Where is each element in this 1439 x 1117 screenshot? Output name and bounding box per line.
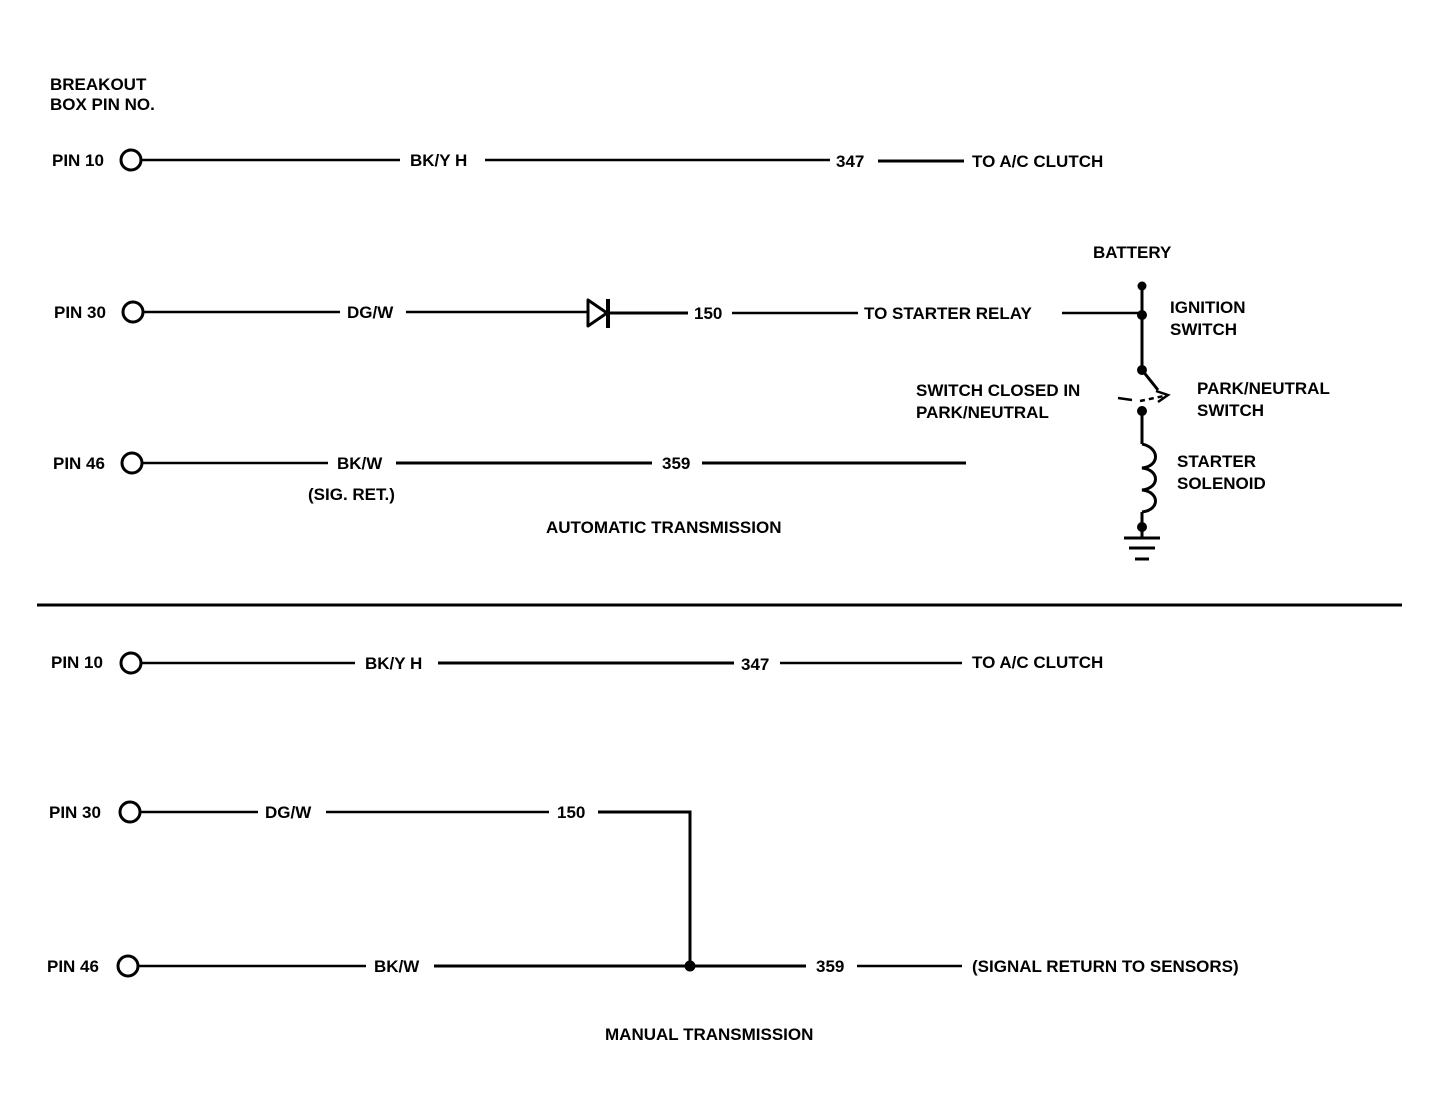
manual-pin30-circuit-number: 150 [557,803,585,822]
park-neutral-switch-icon [1117,365,1171,416]
manual-pin46-label: PIN 46 [47,957,99,976]
manual-pin10-circuit-number: 347 [741,655,769,674]
manual-pin10-destination: TO A/C CLUTCH [972,653,1103,672]
park-neutral-switch-label-2: SWITCH [1197,401,1264,420]
manual-splice-dot [684,960,696,972]
manual-pin10-wire-color: BK/Y H [365,654,422,673]
manual-pin30-terminal [118,800,142,824]
header-line-1: BREAKOUT [50,75,147,94]
manual-pin46-terminal [116,954,140,978]
starter-circuit: BATTERY IGNITION SWITCH SWITCH CLOSED IN… [916,243,1330,561]
battery-label: BATTERY [1093,243,1172,262]
automatic-section-label: AUTOMATIC TRANSMISSION [546,518,781,537]
manual-pin46-destination: (SIGNAL RETURN TO SENSORS) [972,957,1239,976]
solenoid-coil-icon [1141,442,1157,514]
manual-pin46-circuit-number: 359 [816,957,844,976]
ignition-switch-label-1: IGNITION [1170,298,1246,317]
auto-pin10-terminal [119,148,143,172]
ignition-switch-label-2: SWITCH [1170,320,1237,339]
auto-pin46-circuit-number: 359 [662,454,690,473]
auto-pin46-note: (SIG. RET.) [308,485,395,504]
manual-pin46-wire-color: BK/W [374,957,420,976]
ignition-junction-dot [1137,310,1147,320]
manual-pin10-terminal [119,651,143,675]
ground-icon [1124,527,1160,561]
auto-pin10-destination: TO A/C CLUTCH [972,152,1103,171]
starter-solenoid-label-1: STARTER [1177,452,1256,471]
switch-closed-label-1: SWITCH CLOSED IN [916,381,1080,400]
auto-pin10-circuit-number: 347 [836,152,864,171]
auto-pin46-wire-color: BK/W [337,454,383,473]
auto-pin30-destination: TO STARTER RELAY [864,304,1032,323]
manual-pin10-circuit: PIN 10 BK/Y H 347 TO A/C CLUTCH [51,651,1103,675]
manual-pin30-circuit: PIN 30 DG/W 150 [49,800,692,965]
park-neutral-switch-label-1: PARK/NEUTRAL [1197,379,1330,398]
auto-pin46-label: PIN 46 [53,454,105,473]
auto-pin10-circuit: PIN 10 BK/Y H 347 TO A/C CLUTCH [52,148,1103,172]
auto-pin46-terminal [120,451,144,475]
auto-pin30-circuit: PIN 30 DG/W 150 TO STARTER RELAY [54,298,1142,328]
auto-pin30-label: PIN 30 [54,303,106,322]
auto-pin30-terminal [121,300,145,324]
auto-pin10-wire-color: BK/Y H [410,151,467,170]
manual-pin10-label: PIN 10 [51,653,103,672]
auto-pin10-label: PIN 10 [52,151,104,170]
manual-pin30-label: PIN 30 [49,803,101,822]
manual-pin46-circuit: PIN 46 BK/W 359 (SIGNAL RETURN TO SENSOR… [47,954,1239,978]
auto-pin46-circuit: PIN 46 BK/W (SIG. RET.) 359 [53,451,966,504]
auto-pin30-wire-color: DG/W [347,303,394,322]
manual-pin30-jumper-wire [598,810,692,965]
starter-solenoid-label-2: SOLENOID [1177,474,1266,493]
auto-pin30-circuit-number: 150 [694,304,722,323]
header-line-2: BOX PIN NO. [50,95,155,114]
diode-icon [586,298,610,328]
manual-pin30-wire-color: DG/W [265,803,312,822]
switch-closed-label-2: PARK/NEUTRAL [916,403,1049,422]
manual-section-label: MANUAL TRANSMISSION [605,1025,813,1044]
